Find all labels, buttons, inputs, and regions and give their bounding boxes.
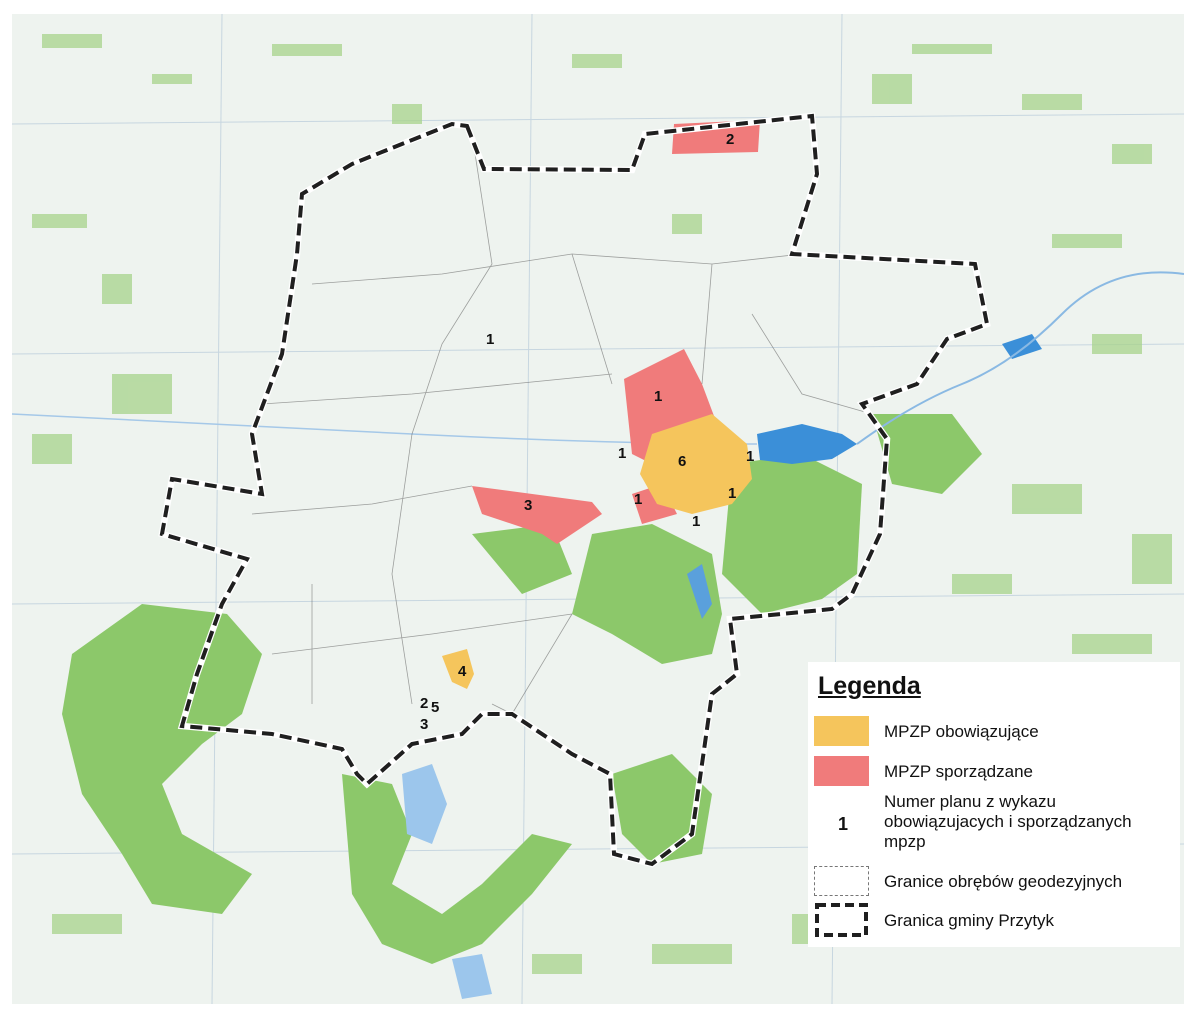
plan-number-label: 1 (746, 448, 754, 465)
plan-number-label: 1 (728, 485, 736, 502)
legend-item-municipality-boundary: Granica gminy Przytyk (808, 902, 1180, 940)
water-bodies (12, 271, 1184, 999)
municipality-boundary-dash (159, 113, 990, 867)
plan-number-label: 1 (654, 388, 662, 405)
plan-number-label: 1 (634, 491, 642, 508)
plan-number-label: 3 (524, 497, 532, 514)
municipality-map[interactable]: 2 1 1 1 6 1 3 1 1 1 4 2 5 3 (12, 14, 1184, 1004)
legend-item-mpzp-obowiazujace: MPZP obowiązujące (808, 714, 1180, 748)
plan-number-label: 3 (420, 716, 428, 733)
plan-number-label: 1 (692, 513, 700, 530)
mpzp-sporzadzane-areas (472, 120, 760, 544)
plan-number-label: 2 (726, 131, 734, 148)
legend-item-plan-number: 1 Numer planu z wykazu obowiązujacych i … (808, 792, 1180, 856)
municipality-boundary-swatch (815, 903, 868, 937)
plan-number-sample: 1 (838, 814, 849, 834)
forest-areas (62, 414, 982, 964)
legend-label: Granice obrębów geodezyjnych (884, 872, 1123, 891)
plan-number-label: 4 (458, 663, 467, 680)
plan-number-label: 6 (678, 453, 686, 470)
legend-item-mpzp-sporzadzane: MPZP sporządzane (808, 756, 1180, 790)
legend-label-line: obowiązujacych i sporządzanych (884, 812, 1132, 831)
legend-label-line: mpzp (884, 832, 926, 851)
legend-label: Granica gminy Przytyk (884, 911, 1055, 930)
precinct-boundary-swatch (814, 866, 869, 896)
plan-number-label: 5 (431, 699, 439, 716)
map-legend: Legenda MPZP obowiązujące MPZP sporządza… (808, 662, 1180, 947)
mpzp-obowiazujace-areas (442, 414, 752, 689)
mpzp-sporzadzane-swatch (814, 756, 869, 786)
legend-title: Legenda (818, 672, 921, 700)
mpzp-obowiazujace-swatch (814, 716, 869, 746)
legend-label-line: Numer planu z wykazu (884, 792, 1056, 811)
plan-number-label: 1 (486, 331, 494, 348)
plan-number-label: 1 (618, 445, 626, 462)
field-strips (32, 34, 1172, 974)
plan-number-label: 2 (420, 695, 428, 712)
legend-label: MPZP obowiązujące (884, 722, 1039, 741)
legend-item-precinct-boundaries: Granice obrębów geodezyjnych (808, 866, 1180, 900)
legend-label: MPZP sporządzane (884, 762, 1033, 781)
